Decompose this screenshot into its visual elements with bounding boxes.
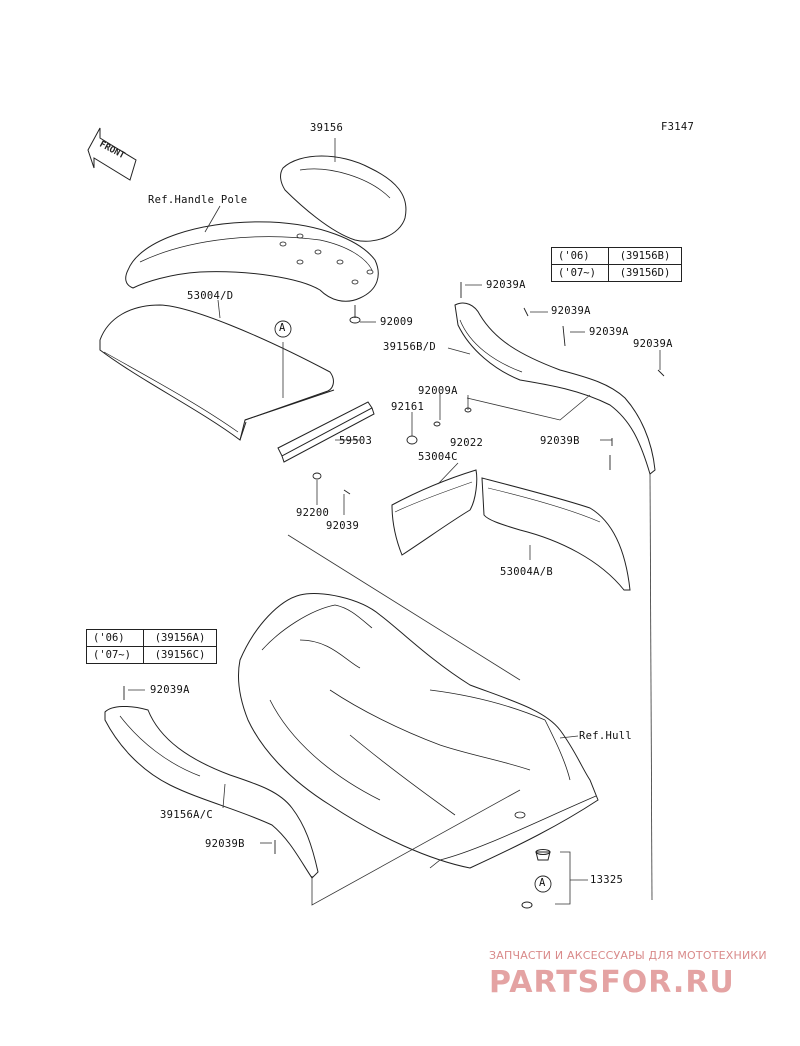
- trim-strip-59503: [277, 401, 373, 457]
- callout-ref-hull: Ref.Hull: [579, 730, 632, 742]
- callout-92022: 92022: [450, 437, 484, 449]
- callout-13325: 13325: [590, 874, 624, 886]
- hull-body: [237, 593, 599, 869]
- callout-92039a-1: 92039A: [486, 279, 526, 291]
- callout-53004d: 53004/D: [187, 290, 234, 302]
- side-pad-53004c: [391, 469, 478, 556]
- callout-handle-pole: Ref.Handle Pole: [148, 194, 248, 206]
- model-year-table-left: ('06) (39156A) ('07~) (39156C): [86, 629, 217, 664]
- callout-92009: 92009: [380, 316, 414, 328]
- handle-pole-cover: [125, 221, 379, 302]
- table-cell-year: ('07~): [551, 264, 609, 282]
- drain-plug-13325: [521, 849, 551, 909]
- callout-39156ac: 39156A/C: [160, 809, 213, 821]
- fasteners: [123, 282, 665, 854]
- circle-a-label-bottom: A: [539, 877, 546, 889]
- side-pad-53004ab: [481, 477, 631, 591]
- deck-mat-53004d: [99, 304, 334, 441]
- circle-a-label: A: [279, 322, 286, 334]
- table-cell-part: (39156B): [608, 247, 682, 265]
- callout-92039: 92039: [326, 520, 360, 532]
- table-row: ('07~) (39156C): [86, 646, 217, 664]
- callout-39156: 39156: [310, 122, 344, 134]
- seat-cushion-39156: [280, 155, 407, 242]
- circle-a-marker-top: [274, 320, 292, 338]
- table-cell-part: (39156D): [608, 264, 682, 282]
- callout-92039a-left: 92039A: [150, 684, 190, 696]
- callout-92200: 92200: [296, 507, 330, 519]
- model-year-table-right: ('06) (39156B) ('07~) (39156D): [551, 247, 682, 282]
- callout-92009a: 92009A: [418, 385, 458, 397]
- table-cell-year: ('06): [86, 629, 144, 647]
- callout-92039a-3: 92039A: [589, 326, 629, 338]
- front-arrow-icon: FRONT: [87, 127, 137, 181]
- table-cell-part: (39156A): [143, 629, 217, 647]
- handle-pole-holes: [279, 233, 374, 285]
- leader-lines: [128, 138, 661, 906]
- side-cover-39156bd: [454, 302, 656, 475]
- callout-53004ab: 53004A/B: [500, 566, 553, 578]
- callout-92039b-right: 92039B: [540, 435, 580, 447]
- table-cell-year: ('07~): [86, 646, 144, 664]
- callout-92161: 92161: [391, 401, 425, 413]
- side-cover-39156ac: [104, 706, 319, 879]
- callout-39156bd: 39156B/D: [383, 341, 436, 353]
- watermark-brand: PARTSFOR.RU: [489, 965, 735, 1000]
- watermark-tagline: ЗАПЧАСТИ И АКСЕССУАРЫ ДЛЯ МОТОТЕХНИКИ: [489, 949, 767, 962]
- figure-code: F3147: [661, 121, 695, 133]
- table-cell-part: (39156C): [143, 646, 217, 664]
- callout-92039b-left: 92039B: [205, 838, 245, 850]
- callout-59503: 59503: [339, 435, 373, 447]
- table-row: ('07~) (39156D): [551, 264, 682, 282]
- table-row: ('06) (39156B): [551, 247, 682, 265]
- table-row: ('06) (39156A): [86, 629, 217, 647]
- table-cell-year: ('06): [551, 247, 609, 265]
- circle-a-marker-bottom: [534, 875, 552, 893]
- callout-92039a-2: 92039A: [551, 305, 591, 317]
- callout-53004c: 53004C: [418, 451, 458, 463]
- callout-92039a-4: 92039A: [633, 338, 673, 350]
